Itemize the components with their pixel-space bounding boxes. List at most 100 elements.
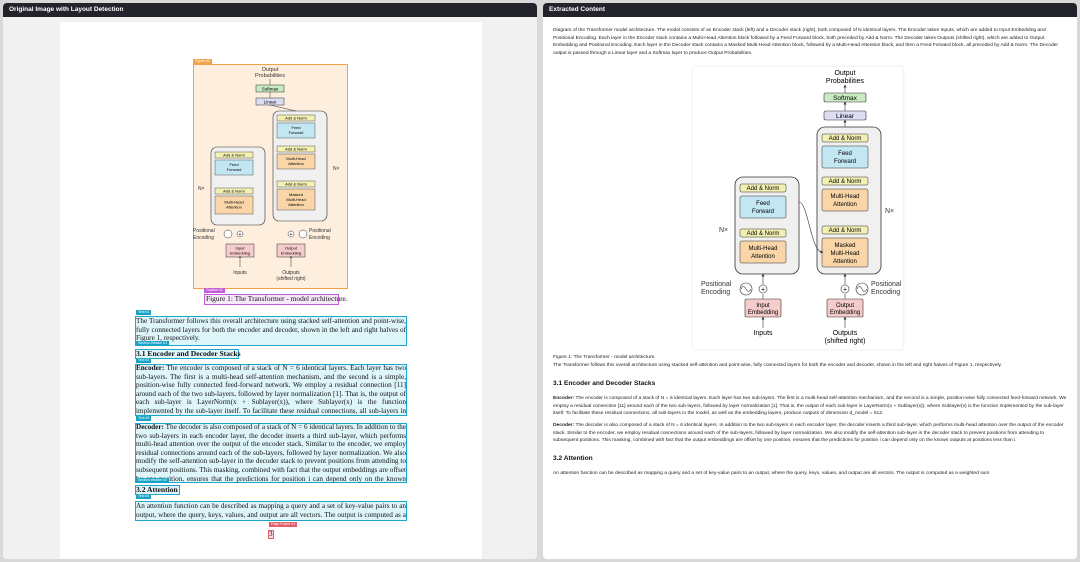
- svg-text:Add & Norm: Add & Norm: [829, 136, 862, 142]
- extracted-content-panel: Extracted Content Diagram of the Transfo…: [543, 3, 1077, 559]
- svg-text:Forward: Forward: [752, 209, 774, 215]
- original-section-2: 3.2 Attention: [136, 485, 178, 494]
- svg-text:Multi-Head: Multi-Head: [748, 246, 777, 252]
- section2-detection-box[interactable]: [135, 485, 180, 495]
- svg-text:Forward: Forward: [834, 159, 856, 165]
- original-paragraph-4: An attention function can be described a…: [136, 502, 406, 520]
- extracted-panel-title: Extracted Content: [543, 3, 1077, 17]
- svg-text:Add & Norm: Add & Norm: [285, 147, 307, 152]
- svg-text:Masked: Masked: [834, 243, 855, 249]
- svg-text:Softmax: Softmax: [262, 87, 279, 92]
- svg-text:Linear: Linear: [264, 100, 277, 105]
- svg-text:Feed: Feed: [229, 162, 238, 167]
- svg-text:Positional: Positional: [309, 228, 331, 234]
- svg-text:Inputs: Inputs: [753, 330, 773, 337]
- svg-text:Softmax: Softmax: [833, 95, 858, 102]
- svg-text:Embedding: Embedding: [230, 251, 250, 256]
- svg-text:Outputs: Outputs: [282, 270, 300, 276]
- original-image-viewport[interactable]: Figure #1 Output Probabilities Softmax L…: [3, 17, 537, 559]
- svg-text:Add & Norm: Add & Norm: [223, 189, 245, 194]
- section2-label: Section-Header #2: [136, 478, 170, 483]
- svg-text:(shifted right): (shifted right): [276, 276, 306, 282]
- footer-detection-label: Page-Footer #1: [269, 522, 298, 527]
- svg-text:Attention: Attention: [833, 202, 857, 208]
- svg-text:Attention: Attention: [833, 259, 857, 265]
- svg-text:Output: Output: [285, 246, 298, 251]
- extracted-diagram: Output Probabilities Softmax Linear Add …: [701, 70, 902, 345]
- svg-text:Forward: Forward: [227, 167, 242, 172]
- svg-text:Embedding: Embedding: [281, 251, 301, 256]
- original-diagram: Output Probabilities Softmax Linear Add …: [193, 67, 340, 282]
- extracted-content-body[interactable]: Diagram of the Transformer model archite…: [543, 17, 1077, 559]
- svg-text:Linear: Linear: [836, 113, 855, 120]
- svg-text:Probabilities: Probabilities: [255, 73, 285, 79]
- svg-text:Add & Norm: Add & Norm: [223, 153, 245, 158]
- svg-text:Positional: Positional: [193, 228, 215, 234]
- extracted-encoder-paragraph: Encoder: The encoder is composed of a st…: [553, 396, 1067, 417]
- svg-text:Feed: Feed: [756, 201, 770, 207]
- output-probabilities-text: Output: [262, 67, 279, 73]
- section1-label: Section-Header #1: [136, 341, 170, 346]
- svg-text:(shifted right): (shifted right): [825, 338, 866, 345]
- text3-label: Text #3: [136, 416, 152, 421]
- svg-text:Multi-Head: Multi-Head: [830, 251, 859, 257]
- svg-text:Multi-Head: Multi-Head: [286, 156, 305, 161]
- svg-text:+: +: [843, 287, 847, 294]
- text4-label: Text #4: [136, 494, 152, 499]
- svg-text:Embedding: Embedding: [748, 310, 778, 316]
- extracted-section-2: 3.2 Attention: [553, 454, 593, 462]
- original-image-panel: Original Image with Layout Detection Fig…: [3, 3, 537, 559]
- section1-detection-box[interactable]: [135, 349, 239, 359]
- svg-text:Positional: Positional: [871, 281, 902, 288]
- extracted-section-1: 3.1 Encoder and Decoder Stacks: [553, 379, 656, 387]
- svg-text:Add & Norm: Add & Norm: [829, 228, 862, 234]
- svg-text:Add & Norm: Add & Norm: [285, 182, 307, 187]
- svg-text:N×: N×: [333, 166, 340, 172]
- svg-text:Inputs: Inputs: [233, 270, 247, 276]
- svg-text:Outputs: Outputs: [833, 330, 858, 337]
- svg-text:Add & Norm: Add & Norm: [285, 116, 307, 121]
- original-decoder-paragraph: Decoder: The decoder is also composed of…: [136, 423, 406, 483]
- figure-detection-label: Figure #1: [193, 59, 212, 64]
- svg-text:Attention: Attention: [288, 161, 304, 166]
- svg-text:Encoding: Encoding: [309, 235, 330, 241]
- svg-text:Masked: Masked: [289, 192, 303, 197]
- extracted-paragraph-1: The Transformer follows this overall arc…: [553, 362, 1002, 368]
- extracted-paragraph-4: An attention function can be described a…: [553, 471, 990, 477]
- footer-detection-box[interactable]: [268, 530, 274, 539]
- text1-detection-box[interactable]: [135, 316, 407, 346]
- svg-text:Positional: Positional: [701, 281, 732, 288]
- svg-text:N×: N×: [719, 227, 728, 234]
- svg-text:Forward: Forward: [289, 130, 304, 135]
- svg-text:Encoding: Encoding: [701, 289, 730, 296]
- svg-text:Add & Norm: Add & Norm: [829, 179, 862, 185]
- svg-text:Encoding: Encoding: [193, 235, 214, 241]
- original-panel-title: Original Image with Layout Detection: [3, 3, 537, 17]
- svg-text:Attention: Attention: [751, 254, 775, 260]
- svg-text:Attention: Attention: [226, 205, 242, 210]
- text1-label: Text #1: [136, 310, 152, 315]
- caption-detection-label: Caption #1: [204, 288, 225, 293]
- svg-text:Input: Input: [756, 303, 770, 309]
- caption-detection-box[interactable]: [204, 294, 339, 305]
- svg-text:N×: N×: [198, 186, 205, 192]
- extracted-decoder-paragraph: Decoder: The decoder is also composed of…: [553, 422, 1064, 444]
- extracted-caption: Figure 1: The Transformer - model archit…: [553, 355, 656, 361]
- text4-detection-box[interactable]: [135, 501, 407, 521]
- svg-text:Encoding: Encoding: [871, 289, 900, 296]
- text3-detection-box[interactable]: [135, 423, 407, 483]
- svg-text:+: +: [239, 232, 242, 238]
- diagram-description: Diagram of the Transformer model archite…: [553, 28, 1059, 56]
- svg-text:+: +: [761, 287, 765, 294]
- document-page: Figure #1 Output Probabilities Softmax L…: [60, 22, 482, 559]
- original-section-1: 3.1 Encoder and Decoder Stacks: [136, 349, 241, 358]
- svg-text:N×: N×: [885, 208, 894, 215]
- svg-text:Multi-Head: Multi-Head: [286, 197, 305, 202]
- svg-text:Feed: Feed: [838, 151, 852, 157]
- svg-text:Add & Norm: Add & Norm: [747, 231, 780, 237]
- text2-detection-box[interactable]: [135, 364, 407, 416]
- svg-text:Input: Input: [236, 246, 246, 251]
- original-encoder-paragraph: Encoder: The encoder is composed of a st…: [136, 364, 406, 416]
- svg-text:Feed: Feed: [291, 125, 300, 130]
